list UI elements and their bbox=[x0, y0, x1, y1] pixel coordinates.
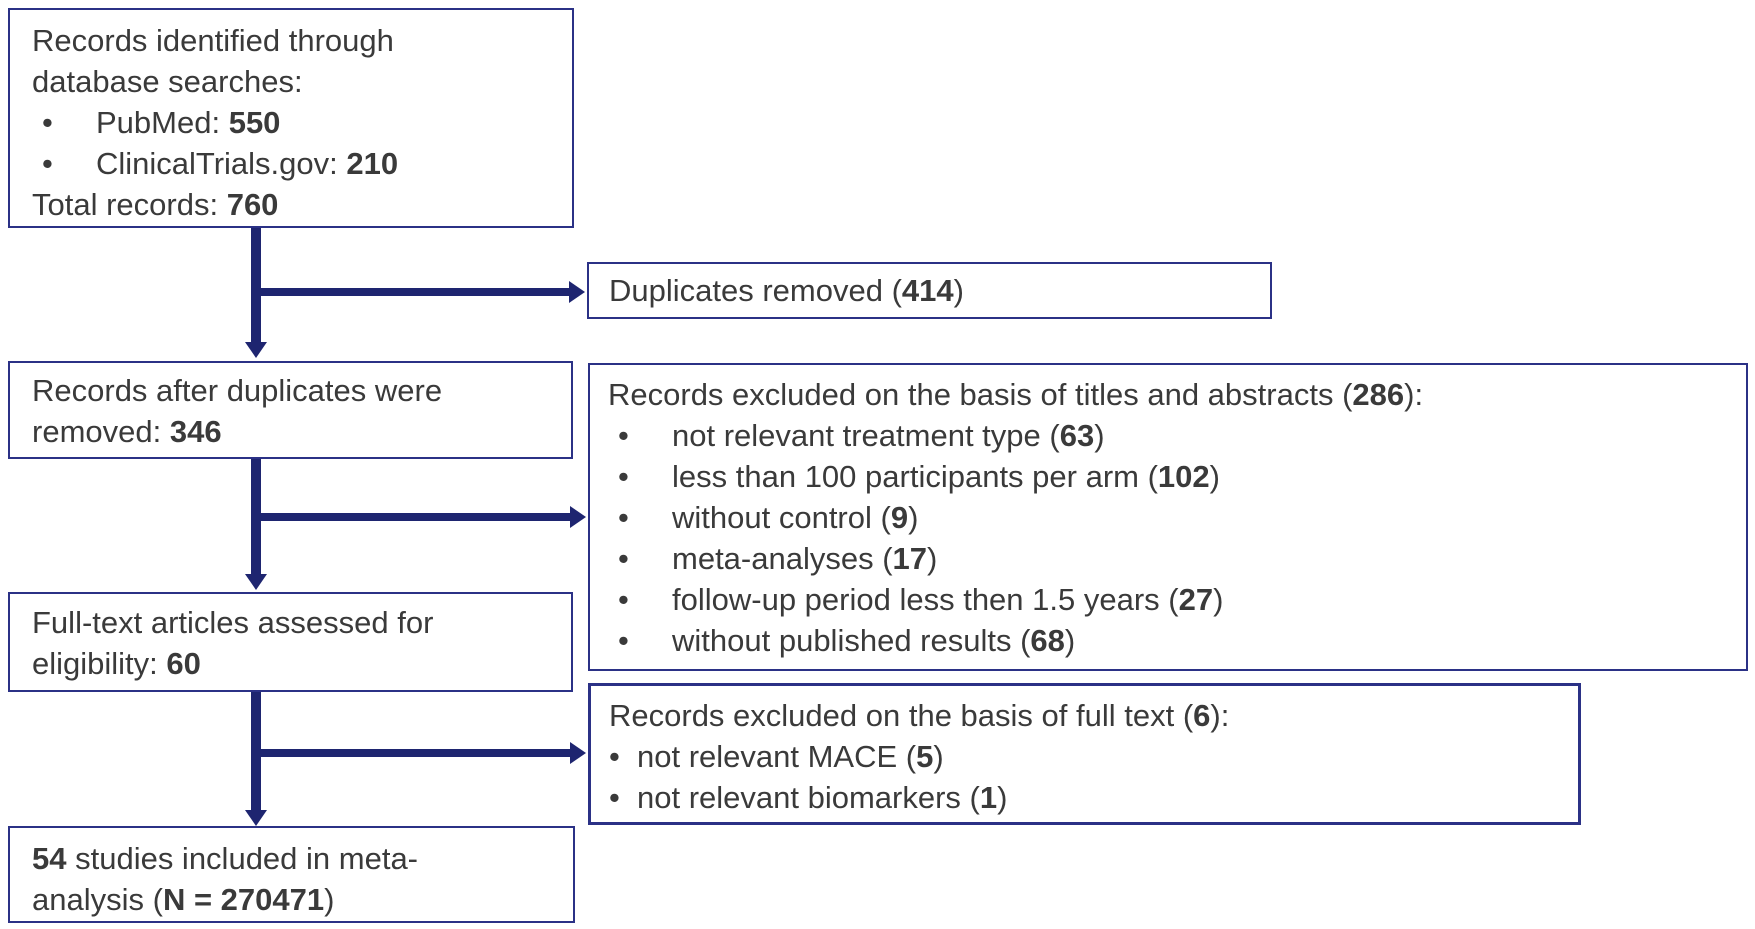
line-text: Records excluded on the basis of titles … bbox=[608, 377, 1424, 412]
text-line: Records identified through bbox=[32, 20, 558, 61]
bullet-glyph: • bbox=[618, 541, 629, 576]
line-text: less than 100 participants per arm (102) bbox=[672, 459, 1220, 494]
text-line: • ClinicalTrials.gov: 210 bbox=[32, 143, 558, 184]
bullet-glyph: • bbox=[618, 623, 629, 658]
text-line: 54 studies included in meta- bbox=[32, 838, 559, 879]
bullet-glyph: • bbox=[609, 780, 620, 815]
line-text: 54 studies included in meta- bbox=[32, 841, 419, 876]
text-line: Total records: 760 bbox=[32, 184, 558, 225]
line-text: without control (9) bbox=[672, 500, 919, 535]
arrow-identification-to-after-duplicates bbox=[251, 228, 261, 344]
line-text: meta-analyses (17) bbox=[672, 541, 938, 576]
line-text: analysis (N = 270471) bbox=[32, 882, 335, 917]
arrow-to-excluded-fulltext bbox=[251, 749, 570, 757]
text-line: Duplicates removed (414) bbox=[609, 270, 1260, 311]
text-line: • PubMed: 550 bbox=[32, 102, 558, 143]
text-line: database searches: bbox=[32, 61, 558, 102]
excluded-fulltext-box: Records excluded on the basis of full te… bbox=[588, 683, 1581, 825]
text-line: • without control (9) bbox=[608, 497, 1736, 538]
arrowhead-right-icon bbox=[569, 281, 585, 303]
line-text: removed: 346 bbox=[32, 414, 222, 449]
line-text: follow-up period less then 1.5 years (27… bbox=[672, 582, 1224, 617]
line-text: not relevant biomarkers (1) bbox=[637, 780, 1008, 815]
text-line: Records after duplicates were bbox=[32, 370, 557, 411]
line-text: database searches: bbox=[32, 64, 303, 99]
text-line: Records excluded on the basis of full te… bbox=[609, 695, 1568, 736]
bullet-glyph: • bbox=[618, 459, 629, 494]
bullet-glyph: • bbox=[618, 582, 629, 617]
arrowhead-right-icon bbox=[570, 506, 586, 528]
arrowhead-down-icon bbox=[245, 574, 267, 590]
text-line: • not relevant biomarkers (1) bbox=[609, 777, 1568, 818]
line-text: PubMed: 550 bbox=[96, 105, 281, 140]
arrowhead-right-icon bbox=[570, 742, 586, 764]
line-text: eligibility: 60 bbox=[32, 646, 201, 681]
text-line: • not relevant MACE (5) bbox=[609, 736, 1568, 777]
arrow-to-excluded-titles bbox=[251, 513, 570, 521]
text-line: eligibility: 60 bbox=[32, 643, 557, 684]
line-text: not relevant MACE (5) bbox=[637, 739, 944, 774]
duplicates-removed-box: Duplicates removed (414) bbox=[587, 262, 1272, 319]
bullet-glyph: • bbox=[42, 146, 53, 181]
text-line: • follow-up period less then 1.5 years (2… bbox=[608, 579, 1736, 620]
studies-included-box: 54 studies included in meta-analysis (N … bbox=[8, 826, 575, 923]
bullet-glyph: • bbox=[42, 105, 53, 140]
line-text: Records identified through bbox=[32, 23, 394, 58]
text-line: removed: 346 bbox=[32, 411, 557, 452]
text-line: • less than 100 participants per arm (102… bbox=[608, 456, 1736, 497]
records-identified-box: Records identified through database searc… bbox=[8, 8, 574, 228]
arrow-to-duplicates-removed bbox=[251, 288, 569, 296]
excluded-titles-abstracts-box: Records excluded on the basis of titles … bbox=[588, 363, 1748, 671]
line-text: Full-text articles assessed for bbox=[32, 605, 434, 640]
line-text: not relevant treatment type (63) bbox=[672, 418, 1105, 453]
line-text: Records excluded on the basis of full te… bbox=[609, 698, 1230, 733]
text-line: analysis (N = 270471) bbox=[32, 879, 559, 920]
line-text: Total records: 760 bbox=[32, 187, 279, 222]
line-text: Records after duplicates were bbox=[32, 373, 443, 408]
text-line: • without published results (68) bbox=[608, 620, 1736, 661]
line-text: Duplicates removed (414) bbox=[609, 273, 964, 308]
line-text: without published results (68) bbox=[672, 623, 1076, 658]
line-text: ClinicalTrials.gov: 210 bbox=[96, 146, 399, 181]
bullet-glyph: • bbox=[618, 500, 629, 535]
fulltext-assessed-box: Full-text articles assessed for eligibili… bbox=[8, 592, 573, 692]
text-line: Full-text articles assessed for bbox=[32, 602, 557, 643]
bullet-glyph: • bbox=[618, 418, 629, 453]
text-line: • not relevant treatment type (63) bbox=[608, 415, 1736, 456]
text-line: Records excluded on the basis of titles … bbox=[608, 374, 1736, 415]
arrowhead-down-icon bbox=[245, 810, 267, 826]
bullet-glyph: • bbox=[609, 739, 620, 774]
records-after-duplicates-box: Records after duplicates were removed: 34… bbox=[8, 361, 573, 459]
text-line: • meta-analyses (17) bbox=[608, 538, 1736, 579]
arrowhead-down-icon bbox=[245, 342, 267, 358]
